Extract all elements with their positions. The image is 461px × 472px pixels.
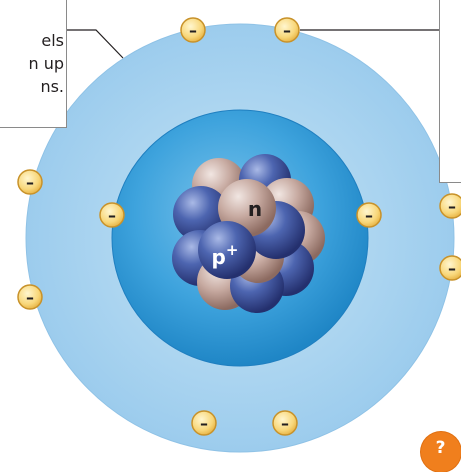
svg-text:–: – bbox=[108, 206, 116, 225]
right-callout-box bbox=[439, 0, 461, 183]
electron: – bbox=[100, 203, 124, 227]
electron: – bbox=[357, 203, 381, 227]
neutron-label: n bbox=[248, 197, 262, 221]
svg-text:–: – bbox=[283, 21, 291, 40]
atom-diagram: n p+ – – – – – – – bbox=[0, 0, 461, 461]
electron: – bbox=[440, 256, 461, 280]
svg-text:–: – bbox=[26, 288, 34, 307]
svg-text:–: – bbox=[365, 206, 373, 225]
electron: – bbox=[192, 411, 216, 435]
electron: – bbox=[440, 194, 461, 218]
svg-text:–: – bbox=[26, 173, 34, 192]
electron: – bbox=[273, 411, 297, 435]
help-button[interactable]: ? bbox=[421, 432, 461, 472]
svg-text:–: – bbox=[448, 259, 456, 278]
electron: – bbox=[18, 170, 42, 194]
electron: – bbox=[275, 18, 299, 42]
svg-text:–: – bbox=[448, 197, 456, 216]
electron: – bbox=[181, 18, 205, 42]
left-callout-text: els n up ns. bbox=[28, 29, 64, 98]
svg-text:–: – bbox=[189, 21, 197, 40]
electron: – bbox=[18, 285, 42, 309]
svg-text:–: – bbox=[281, 414, 289, 433]
left-callout-box: els n up ns. bbox=[0, 0, 67, 128]
svg-text:–: – bbox=[200, 414, 208, 433]
left-callout-leader bbox=[67, 30, 123, 58]
